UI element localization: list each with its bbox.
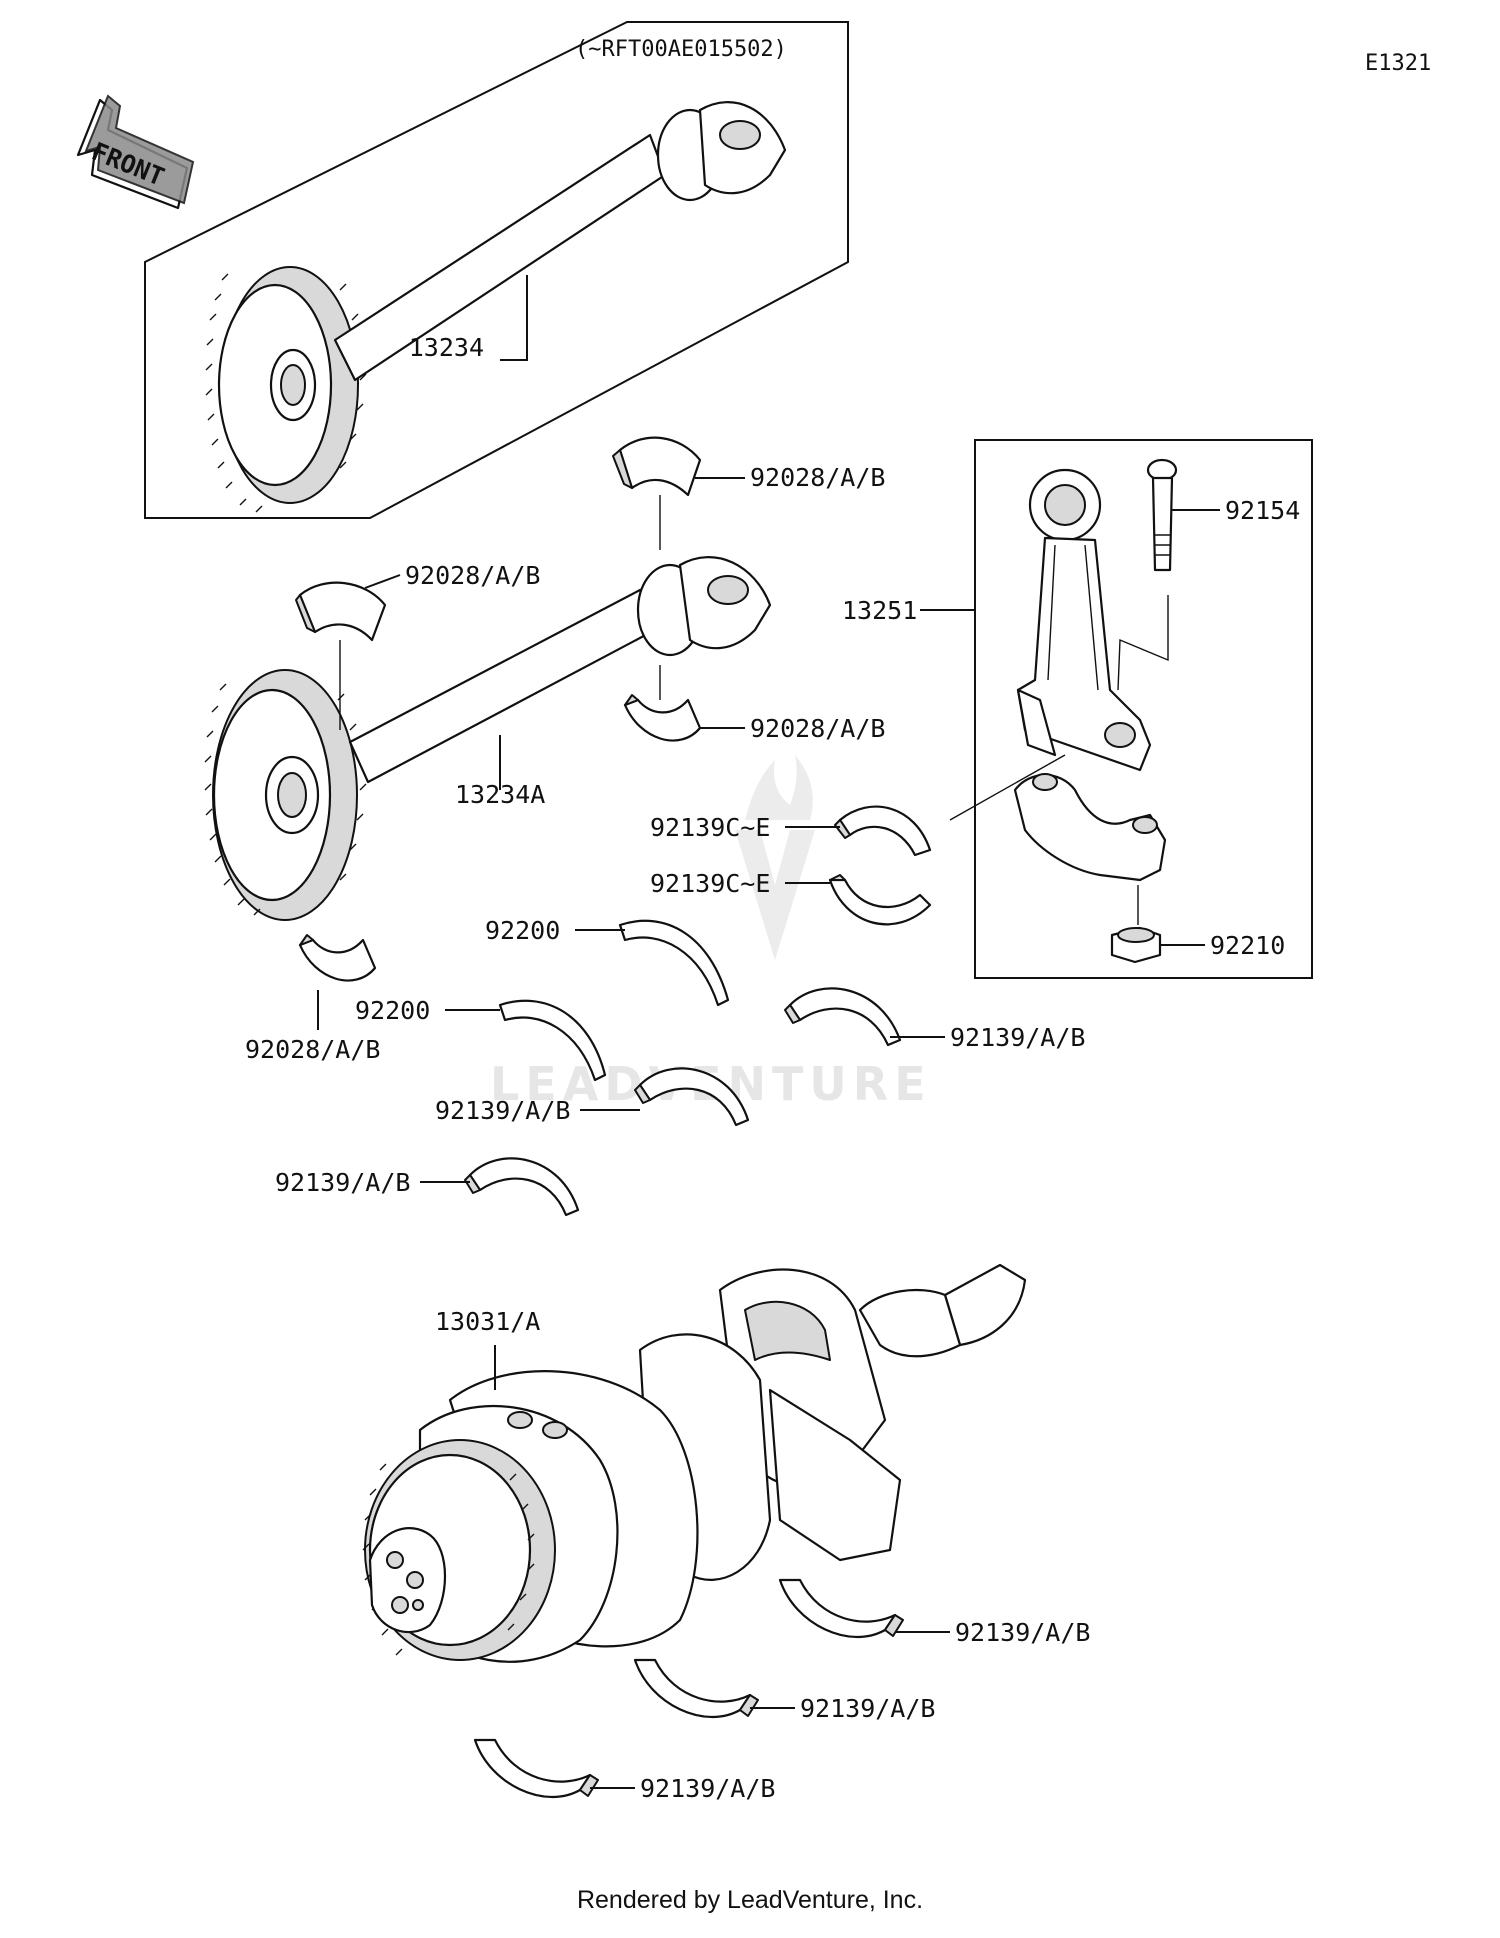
serial-range-box: (~RFT00AE015502) [144,21,849,519]
conrod-bearing-lower [828,874,932,926]
shaft-bearing-lower-left [298,934,377,982]
conrod-nut [1110,926,1162,964]
main-bearing-2 [634,1067,750,1127]
callout-92200-left: 92200 [355,996,430,1025]
callout-92154: 92154 [1225,496,1300,525]
footer-credit: Rendered by LeadVenture, Inc. [577,1886,923,1914]
callout-13251: 13251 [842,596,917,625]
shaft-bearing-top [612,436,702,497]
callout-92139-5: 92139/A/B [800,1694,935,1723]
callout-92028-right: 92028/A/B [750,714,885,743]
callout-92139ce-upper: 92139C~E [650,813,770,842]
balancer-shaft-13234 [205,101,787,513]
shaft-bearing-left [295,581,387,642]
main-bearing-3 [464,1157,580,1217]
main-bearing-1 [784,987,902,1047]
callout-92139-3: 92139/A/B [275,1168,410,1197]
callout-92200-right: 92200 [485,916,560,945]
callout-13234a: 13234A [455,780,545,809]
main-bearing-4 [778,1578,904,1639]
crankshaft [362,1263,1027,1663]
balancer-shaft-13234a [204,556,772,921]
front-arrow-icon: FRONT [76,94,195,210]
conrod-box [974,439,1313,979]
callout-92028-top: 92028/A/B [750,463,885,492]
callout-92139-4: 92139/A/B [955,1618,1090,1647]
callout-92139-2: 92139/A/B [435,1096,570,1125]
callout-92210: 92210 [1210,931,1285,960]
serial-note: (~RFT00AE015502) [575,37,787,62]
shaft-bearing-right-lower [623,694,702,742]
main-bearing-6 [473,1738,599,1799]
diagram-code: E1321 [1365,51,1431,76]
conrod-cap [1013,773,1167,882]
callout-92139-6: 92139/A/B [640,1774,775,1803]
callout-92139-1: 92139/A/B [950,1023,1085,1052]
connecting-rod [1016,468,1152,772]
conrod-bolt [1146,458,1178,572]
thrust-washer-left [498,999,607,1082]
callout-92028-lower: 92028/A/B [245,1035,380,1064]
callout-13031a: 13031/A [435,1307,540,1336]
callout-92139ce-lower: 92139C~E [650,869,770,898]
callout-92028-left: 92028/A/B [405,561,540,590]
thrust-washer-right [618,919,730,1007]
callout-13234: 13234 [409,333,484,362]
conrod-bearing-upper [834,805,932,857]
main-bearing-5 [633,1658,759,1719]
